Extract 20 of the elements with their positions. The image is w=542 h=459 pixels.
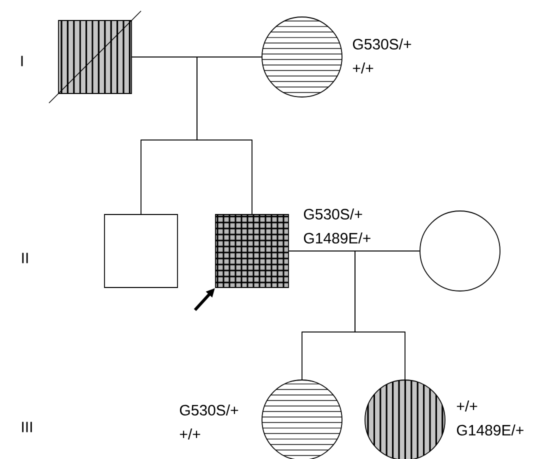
- descent-line: [196, 56, 262, 214]
- genotype-label: +/+: [180, 428, 200, 440]
- male-square: [215, 214, 289, 288]
- genotype-label: G1489E/+: [304, 232, 370, 244]
- female-circle: [262, 16, 342, 98]
- generation-label: III: [22, 422, 32, 432]
- genotype-label: G530S/+: [304, 208, 362, 220]
- male-square: [104, 214, 178, 288]
- genotype-label: +/+: [456, 400, 478, 412]
- genotype-label: G530S/+: [180, 404, 238, 416]
- generation-label: II: [22, 252, 28, 264]
- generation-label: I: [21, 56, 23, 66]
- genotype-label: G530S/+: [352, 38, 412, 50]
- female-circle: [420, 210, 500, 292]
- female-circle: [262, 380, 342, 459]
- genotype-label: G1489E/+: [456, 424, 524, 436]
- female-circle: [364, 380, 446, 459]
- descent-line: [354, 250, 420, 380]
- genotype-label: +/+: [352, 62, 374, 74]
- male-square: [48, 10, 142, 104]
